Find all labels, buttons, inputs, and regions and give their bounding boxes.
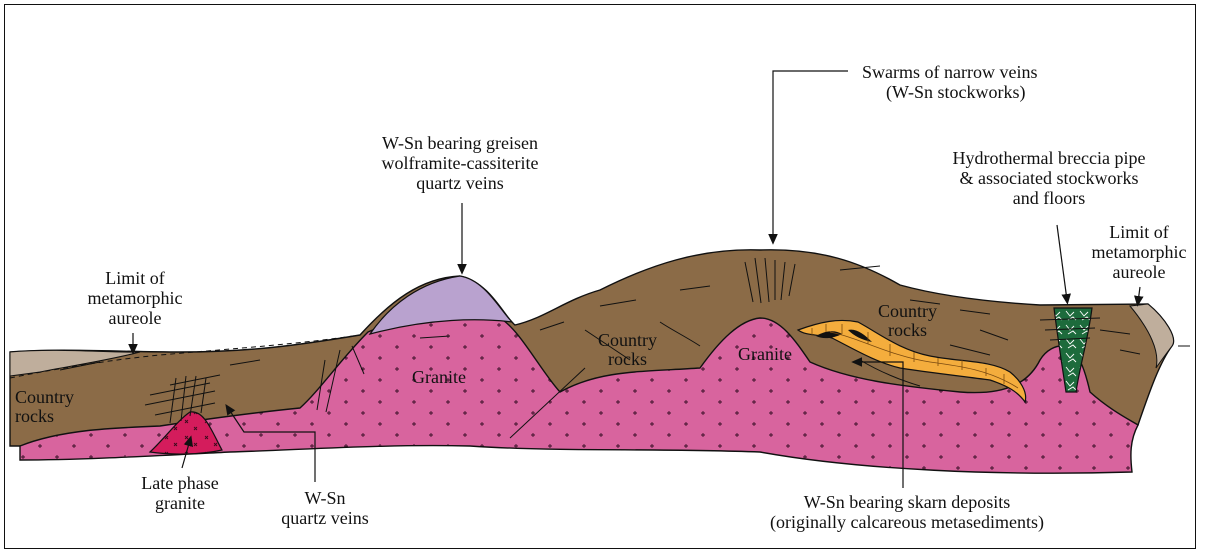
- country-rocks-right-line2: rocks: [878, 321, 937, 340]
- limit-right-label-line1: Limit of: [1085, 222, 1193, 242]
- breccia-label-line3: and floors: [925, 188, 1173, 208]
- swarms-label-line2: (W-Sn stockworks): [862, 82, 1037, 102]
- late-phase-label-line2: granite: [120, 493, 240, 513]
- limit-right-leader: [1138, 287, 1140, 302]
- late-phase-label: Late phase granite: [120, 473, 240, 513]
- swarms-label: Swarms of narrow veins (W-Sn stockworks): [862, 62, 1037, 102]
- greisen-label-line2: wolframite-cassiterite: [360, 153, 560, 173]
- granite-center-label: Granite: [412, 368, 466, 387]
- limit-left-label-line1: Limit of: [75, 268, 195, 288]
- limit-left-label-line3: aureole: [75, 308, 195, 328]
- quartz-veins-label-line2: quartz veins: [265, 508, 385, 528]
- country-rocks-mid-label: Country rocks: [598, 331, 657, 369]
- swarms-label-line1: Swarms of narrow veins: [862, 62, 1037, 82]
- country-rocks-right-line1: Country: [878, 302, 937, 321]
- country-rocks-left-line1: Country: [15, 388, 74, 407]
- swarms-leader: [773, 71, 848, 240]
- granite-right-label: Granite: [738, 345, 792, 364]
- limit-right-label-line2: metamorphic: [1085, 242, 1193, 262]
- skarn-label-line1: W-Sn bearing skarn deposits: [757, 492, 1057, 512]
- greisen-label-line3: quartz veins: [360, 173, 560, 193]
- breccia-label: Hydrothermal breccia pipe & associated s…: [925, 148, 1173, 208]
- breccia-leader: [1057, 225, 1067, 300]
- breccia-label-line2: & associated stockworks: [925, 168, 1173, 188]
- greisen-label: W-Sn bearing greisen wolframite-cassiter…: [360, 133, 560, 193]
- greisen-label-line1: W-Sn bearing greisen: [360, 133, 560, 153]
- limit-left-label-line2: metamorphic: [75, 288, 195, 308]
- late-phase-label-line1: Late phase: [120, 473, 240, 493]
- skarn-label: W-Sn bearing skarn deposits (originally …: [757, 492, 1057, 532]
- quartz-veins-label-line1: W-Sn: [265, 488, 385, 508]
- country-rocks-left-line2: rocks: [15, 407, 74, 426]
- country-rocks-right-label: Country rocks: [878, 302, 937, 340]
- country-rocks-mid-line1: Country: [598, 331, 657, 350]
- skarn-label-line2: (originally calcareous metasediments): [757, 512, 1057, 532]
- quartz-veins-label: W-Sn quartz veins: [265, 488, 385, 528]
- limit-right-label: Limit of metamorphic aureole: [1085, 222, 1193, 282]
- limit-right-label-line3: aureole: [1085, 262, 1193, 282]
- country-rocks-left-label: Country rocks: [15, 388, 74, 426]
- breccia-label-line1: Hydrothermal breccia pipe: [925, 148, 1173, 168]
- country-rocks-mid-line2: rocks: [598, 350, 657, 369]
- limit-left-label: Limit of metamorphic aureole: [75, 268, 195, 328]
